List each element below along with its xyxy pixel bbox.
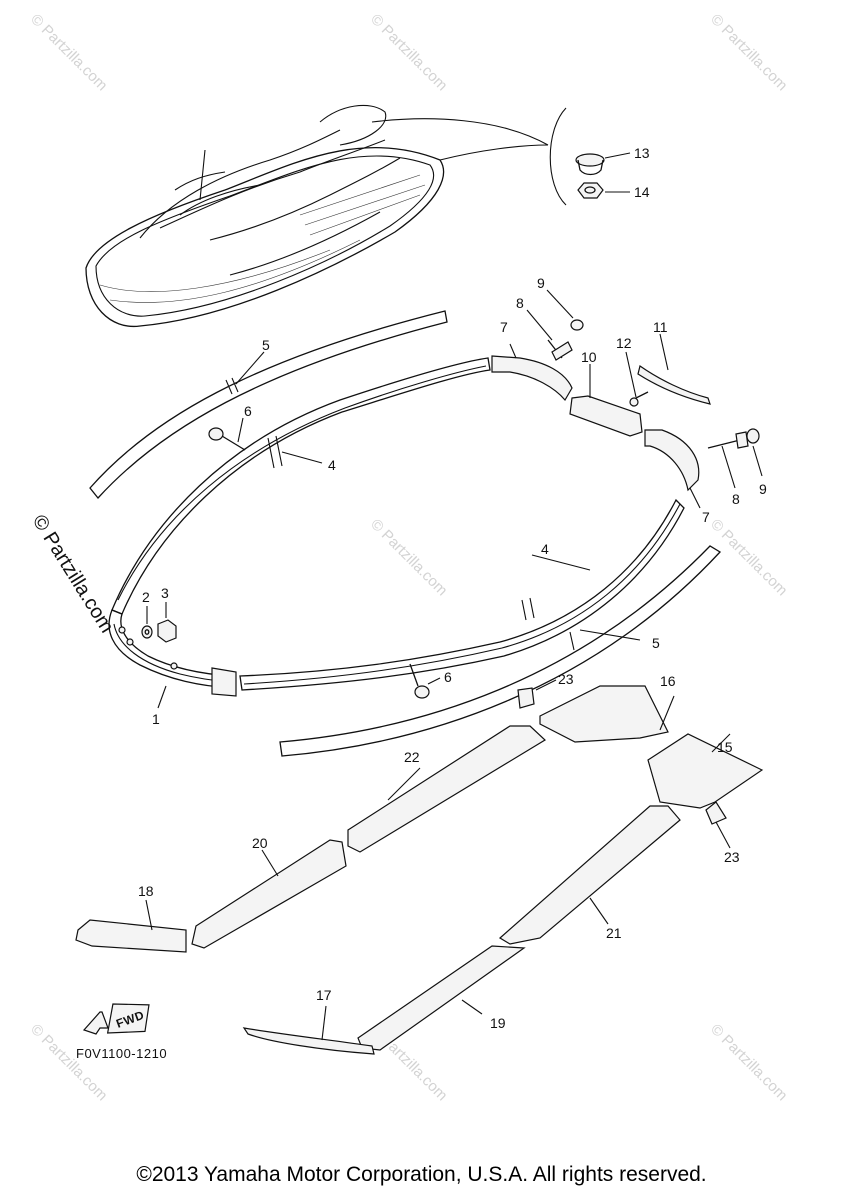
part-2-washer: [141, 625, 153, 639]
part-17-mat: [242, 1027, 375, 1055]
callout-4: 4: [328, 457, 336, 473]
callout-18: 18: [138, 883, 154, 899]
part-14-nut: [577, 182, 604, 199]
part-8-pin: [547, 339, 573, 361]
figure-code: F0V1100-1210: [76, 1046, 167, 1061]
part-9-nut-front: [746, 428, 760, 444]
part-7-rear-corner: [491, 355, 573, 402]
callout-1: 1: [152, 711, 160, 727]
part-23-pad-right: [705, 801, 727, 825]
callout-14: 14: [634, 184, 650, 200]
watermark: © Partzilla.com: [367, 11, 450, 94]
callout-3: 3: [161, 585, 169, 601]
callout-5: 5: [652, 635, 660, 651]
watermark: © Partzilla.com: [707, 1021, 790, 1104]
part-4-upper-rail: [111, 357, 491, 615]
part-12-rivet: [629, 391, 649, 407]
watermark: © Partzilla.com: [367, 516, 450, 599]
part-11-strip: [637, 365, 711, 405]
callout-16: 16: [660, 673, 676, 689]
callout-7: 7: [702, 509, 710, 525]
forward-arrow-icon: [82, 1003, 150, 1035]
part-4-lower-rail: [239, 498, 685, 691]
callout-22: 22: [404, 749, 420, 765]
part-15-mat: [647, 733, 764, 809]
part-18-mat: [75, 919, 187, 953]
callout-13: 13: [634, 145, 650, 161]
leader-line: [439, 144, 549, 161]
callout-9: 9: [759, 481, 767, 497]
callout-9: 9: [537, 275, 545, 291]
watercraft-illustration: [85, 104, 445, 328]
bracket: [549, 107, 567, 206]
callout-17: 17: [316, 987, 332, 1003]
callout-19: 19: [490, 1015, 506, 1031]
watermark: © Partzilla.com: [707, 11, 790, 94]
part-23-pad: [517, 687, 535, 709]
callout-10: 10: [581, 349, 597, 365]
part-7-front-corner: [644, 429, 700, 492]
callout-labels: 1 2 3 4 4 5 5 6 6 7 7 8 8 9 9 10 11 12 1…: [138, 145, 767, 1031]
part-6-screw-lower: [409, 663, 430, 699]
callout-23: 23: [724, 849, 740, 865]
part-3-nut: [157, 619, 177, 643]
part-8-pin-front: [707, 431, 749, 449]
part-10-center-piece: [569, 395, 643, 437]
watermark: © Partzilla.com: [707, 516, 790, 599]
watermark: © Partzilla.com: [27, 11, 110, 94]
part-22-mat: [347, 725, 546, 853]
copyright-notice: ©2013 Yamaha Motor Corporation, U.S.A. A…: [136, 1163, 707, 1186]
part-21-mat: [498, 805, 681, 945]
watermark: © Partzilla.com: [27, 1021, 110, 1104]
callout-8: 8: [732, 491, 740, 507]
part-1-front-bumper: [108, 609, 237, 697]
part-13-cap: [575, 153, 605, 176]
part-9-nut: [570, 319, 584, 331]
callout-21: 21: [606, 925, 622, 941]
part-20-mat: [191, 839, 347, 949]
part-5-lower-strip: [279, 545, 722, 757]
part-5-upper-strip: [89, 310, 448, 499]
callout-15: 15: [717, 739, 733, 755]
part-19-mat: [357, 945, 526, 1051]
part-16-mat: [539, 685, 669, 743]
callout-2: 2: [142, 589, 150, 605]
callout-20: 20: [252, 835, 268, 851]
callout-23: 23: [558, 671, 574, 687]
callout-6: 6: [244, 403, 252, 419]
callout-8: 8: [516, 295, 524, 311]
part-6-screw: [208, 427, 246, 451]
watermark-prominent: © Partzilla.com: [28, 511, 118, 637]
callout-12: 12: [616, 335, 632, 351]
callout-11: 11: [653, 319, 668, 335]
callout-7: 7: [500, 319, 508, 335]
callout-4: 4: [541, 541, 549, 557]
leader-line: [371, 118, 549, 146]
callout-6: 6: [444, 669, 452, 685]
callout-5: 5: [262, 337, 270, 353]
